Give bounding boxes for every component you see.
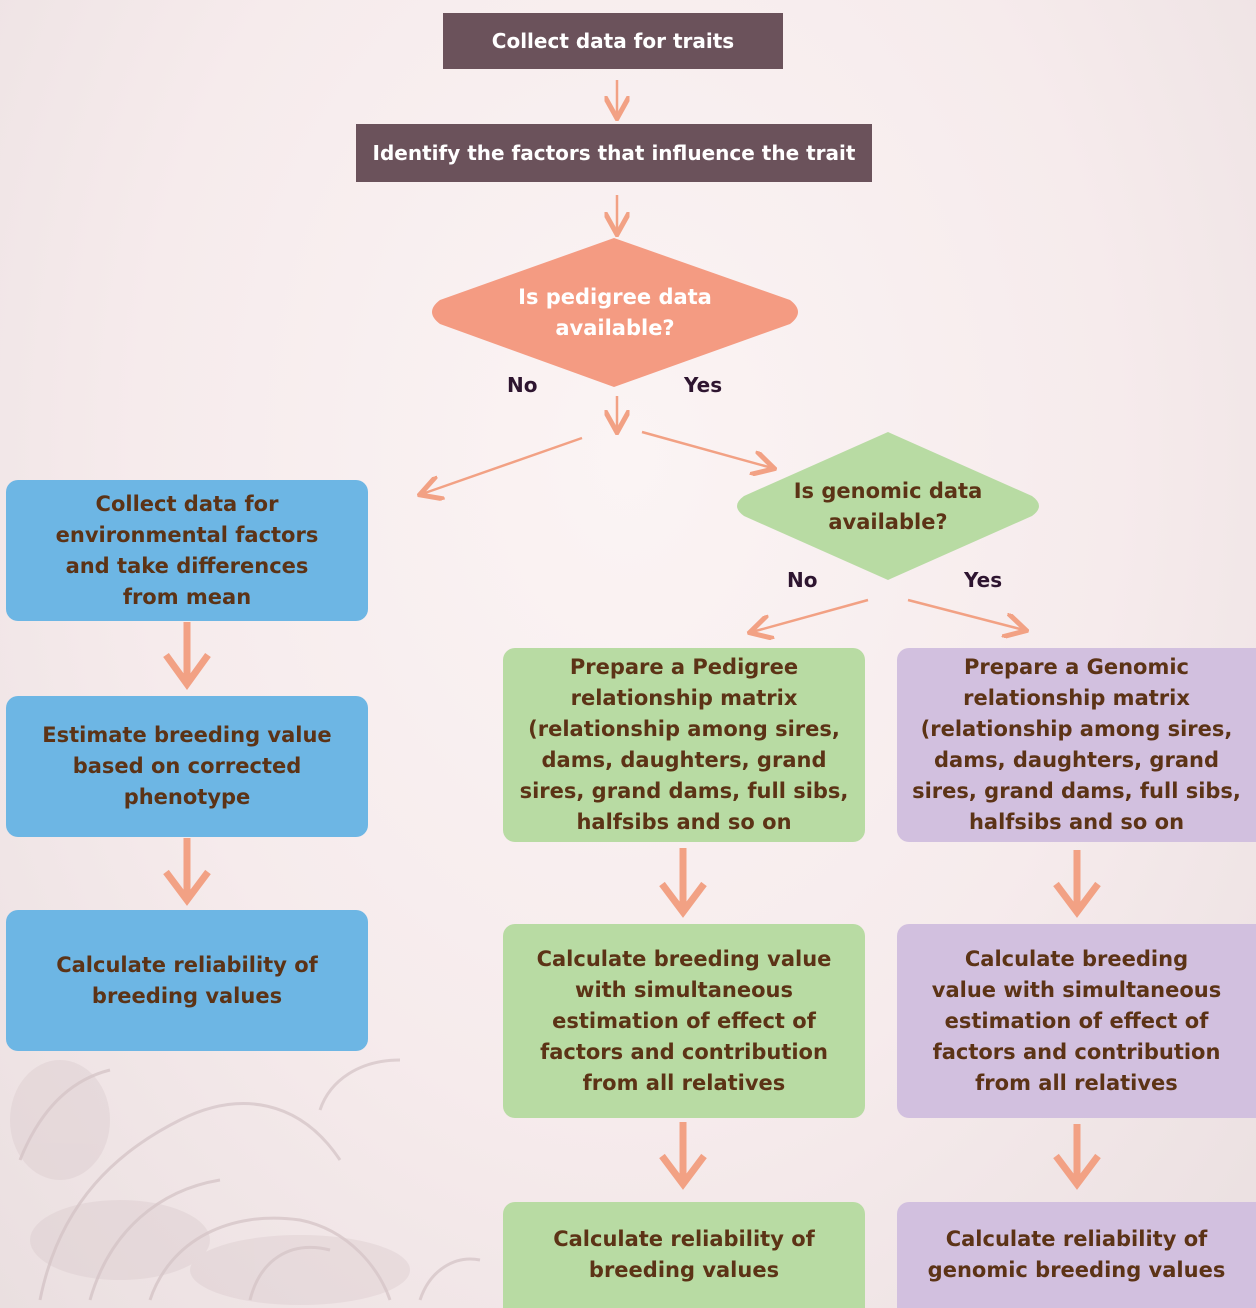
pedigree-yes-label: Yes — [684, 373, 723, 397]
arrow-genomic-1 — [1053, 850, 1101, 918]
arrow-left-1 — [163, 622, 211, 690]
arrow-genomic-2 — [1053, 1124, 1101, 1190]
arrow-pedigree-2 — [659, 1122, 707, 1190]
arrow-pedigree-no — [422, 436, 583, 494]
arrow-left-2 — [163, 838, 211, 906]
genomic-calc-bv-box: Calculate breeding value with simultaneo… — [897, 924, 1256, 1118]
arrow-pedigree-1 — [659, 848, 707, 918]
arrow-genomic-no — [752, 598, 869, 632]
genomic-reliability-box: Calculate reliability of genomic breedin… — [897, 1202, 1256, 1308]
genomic-decision-diamond — [737, 432, 1039, 580]
collect-traits-text: Collect data for traits — [491, 29, 735, 53]
pedigree-reliability-box: Calculate reliability of breeding values — [503, 1202, 865, 1308]
genomic-question: Is genomic data available? — [793, 479, 983, 534]
pedigree-matrix-box: Prepare a Pedigree relationship matrix (… — [503, 648, 865, 842]
identify-factors-banner: Identify the factors that influence the … — [356, 124, 872, 182]
pedigree-no-label: No — [507, 373, 538, 397]
genomic-yes-label: Yes — [964, 568, 1003, 592]
arrow-genomic-yes — [907, 598, 1024, 630]
arrow-pedigree-yes — [641, 430, 772, 468]
genomic-matrix-box: Prepare a Genomic relationship matrix (r… — [897, 648, 1256, 842]
pedigree-calc-bv-box: Calculate breeding value with simultaneo… — [503, 924, 865, 1118]
pedigree-decision-diamond — [432, 238, 798, 387]
left-reliability-box: Calculate reliability of breeding values — [6, 910, 368, 1051]
genomic-no-label: No — [787, 568, 818, 592]
collect-env-box: Collect data for environmental factors a… — [6, 480, 368, 621]
pedigree-question: Is pedigree data available? — [518, 285, 712, 340]
identify-factors-text: Identify the factors that influence the … — [372, 141, 856, 165]
collect-traits-banner: Collect data for traits — [443, 13, 783, 69]
estimate-bv-box: Estimate breeding value based on correct… — [6, 696, 368, 837]
